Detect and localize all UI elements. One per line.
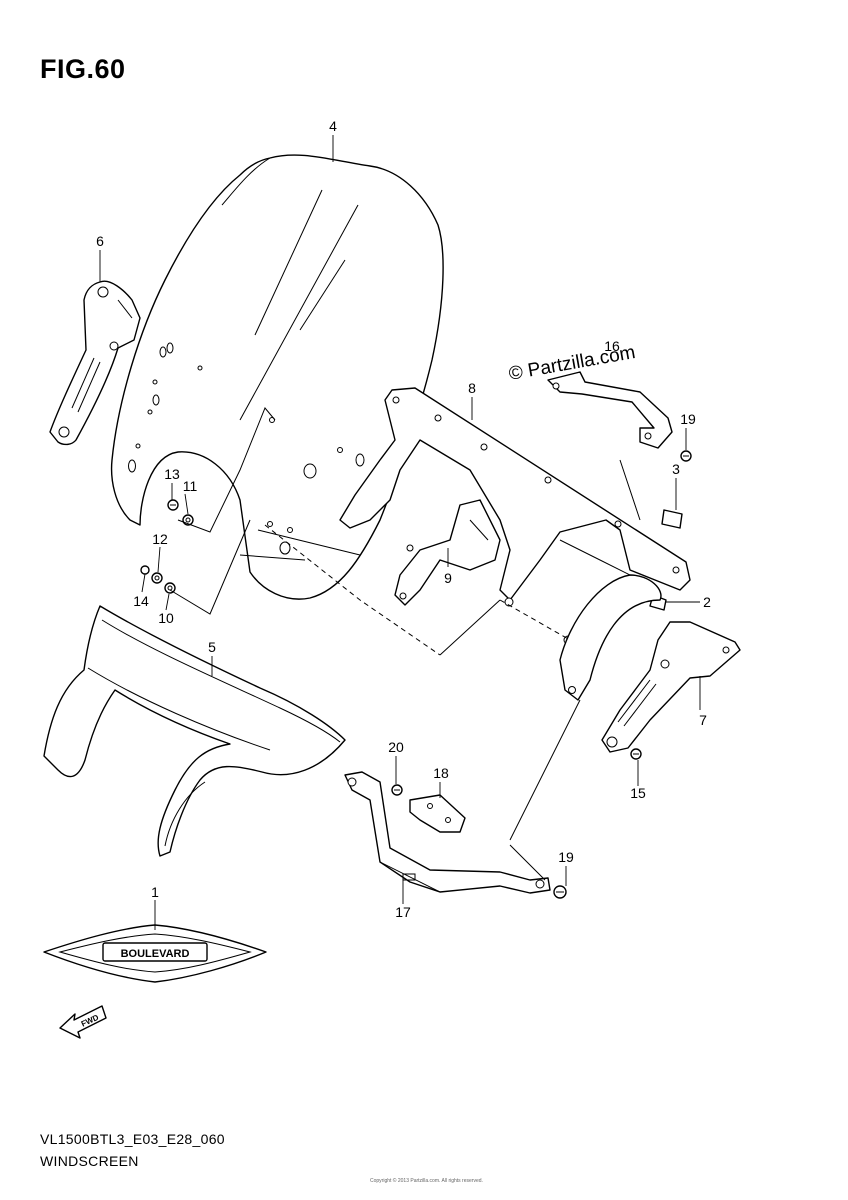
section-name: WINDSCREEN xyxy=(40,1153,139,1169)
callout-12: 12 xyxy=(152,531,168,547)
part-19-bolt-lower[interactable] xyxy=(553,885,567,899)
callout-18: 18 xyxy=(433,765,449,781)
callout-7: 7 xyxy=(699,712,707,728)
part-16-stay[interactable] xyxy=(547,371,673,449)
part-13-screw[interactable] xyxy=(167,499,179,511)
fwd-arrow-icon: FWD xyxy=(59,1005,107,1039)
windscreen-mount-hole xyxy=(303,463,317,479)
part-6-left-bracket[interactable] xyxy=(49,280,141,446)
part-1-boulevard-emblem[interactable]: BOULEVARD xyxy=(43,924,267,983)
part-8-mounting-plate[interactable] xyxy=(339,387,691,645)
callout-8: 8 xyxy=(468,380,476,396)
callout-11: 11 xyxy=(183,478,198,494)
windscreen-mount-hole xyxy=(355,453,365,467)
figure-title: FIG.60 xyxy=(40,54,126,84)
part-5-lower-cowl[interactable] xyxy=(43,605,346,857)
callout-15: 15 xyxy=(630,785,646,801)
right-curved-bracket[interactable] xyxy=(559,574,662,701)
callout-13: 13 xyxy=(164,466,180,482)
windscreen-mount-hole xyxy=(159,346,167,358)
model-code: VL1500BTL3_E03_E28_060 xyxy=(40,1131,225,1147)
part-10-nut[interactable] xyxy=(164,582,176,594)
callout-17: 17 xyxy=(395,904,411,920)
callout-4: 4 xyxy=(329,118,337,134)
windscreen-mount-hole xyxy=(166,342,174,354)
part-7-right-bracket[interactable] xyxy=(601,621,741,753)
emblem-text: BOULEVARD xyxy=(121,948,190,960)
windscreen-mount-hole xyxy=(128,459,136,473)
callout-9: 9 xyxy=(444,570,452,586)
callout-19-lower: 19 xyxy=(558,849,574,865)
part-20-bolt[interactable] xyxy=(391,784,403,796)
callout-2: 2 xyxy=(703,594,711,610)
part-17-stay-bar[interactable] xyxy=(344,771,551,894)
part-9-inner-bracket[interactable] xyxy=(394,499,501,606)
callout-3: 3 xyxy=(672,461,680,477)
part-14-screw[interactable] xyxy=(140,565,150,575)
footer-copyright: Copyright © 2013 Partzilla.com. All righ… xyxy=(370,1178,483,1184)
part-15-bolt[interactable] xyxy=(630,748,642,760)
callout-5: 5 xyxy=(208,639,216,655)
part-3-cushion-pad[interactable] xyxy=(661,509,683,529)
part-12-washer[interactable] xyxy=(151,572,163,584)
callout-1: 1 xyxy=(151,884,159,900)
callout-6: 6 xyxy=(96,233,104,249)
callout-20: 20 xyxy=(388,739,404,755)
windscreen-mount-hole xyxy=(279,541,291,555)
part-18-small-bracket[interactable] xyxy=(409,794,466,833)
callout-19-upper: 19 xyxy=(680,411,696,427)
callout-16: 16 xyxy=(604,338,620,354)
callout-14: 14 xyxy=(133,593,149,609)
windscreen-mount-hole xyxy=(152,394,160,406)
callout-10: 10 xyxy=(158,610,174,626)
part-19-bolt-upper[interactable] xyxy=(680,450,692,462)
